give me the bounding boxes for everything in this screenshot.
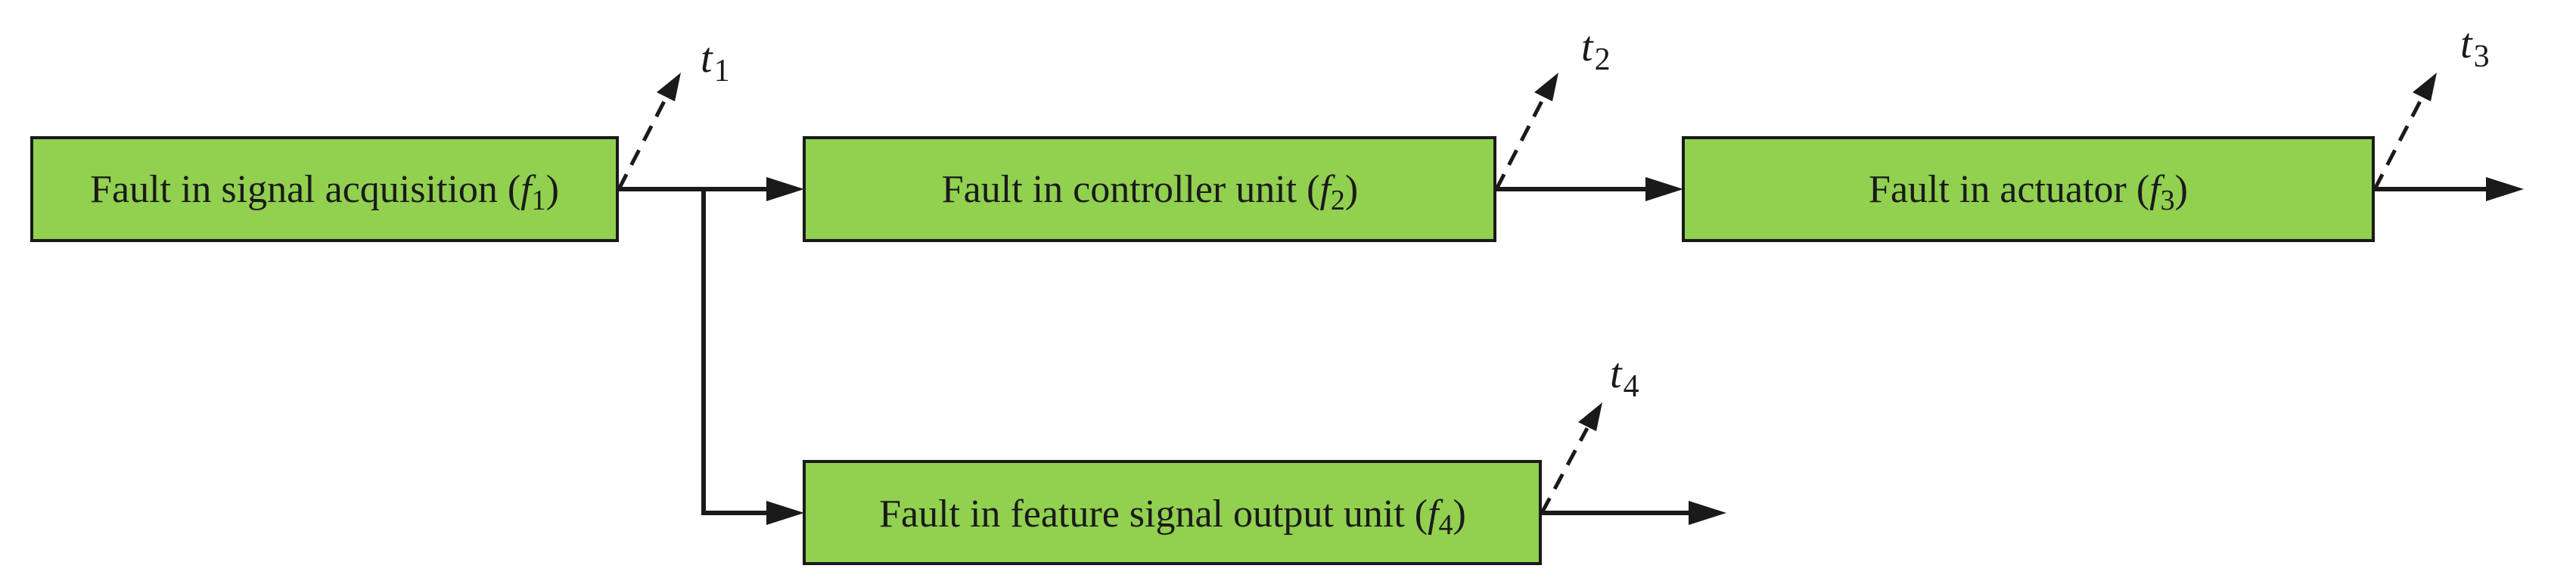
box-feature-signal-output-label: Fault in feature signal output unit (f4) [879,492,1466,541]
time-label-t2: t2 [1581,23,1611,77]
dashed-arrowhead-t4 [1578,402,1602,431]
dashed-arrow-t2 [1494,97,1546,191]
box-actuator-label: Fault in actuator (f3) [1869,168,2188,216]
box-controller-unit-label: Fault in controller unit (f2) [942,168,1358,216]
time-label-t1: t1 [701,35,730,89]
box-controller-unit [803,136,1496,242]
box-actuator [1682,136,2375,242]
dashed-arrowhead-t3 [2413,73,2437,101]
arrowhead-branch-to-f4 [766,501,804,525]
dashed-arrow-t4 [1540,427,1589,514]
dashed-arrow-t3 [2372,97,2424,191]
box-signal-acquisition-label: Fault in signal acquisition (f1) [90,168,559,216]
dashed-arrowhead-t1 [657,73,681,101]
arrowhead-f4-output [1689,501,1726,525]
arrowhead-f1-to-f2 [766,177,804,201]
dashed-arrow-t1 [617,97,668,191]
dashed-arrowhead-t2 [1534,73,1558,101]
arrowhead-f2-to-f3 [1645,177,1683,201]
time-label-t4: t4 [1610,350,1639,404]
box-signal-acquisition [30,136,619,242]
time-label-t3: t3 [2460,20,2490,74]
arrowhead-f3-output [2486,177,2524,201]
